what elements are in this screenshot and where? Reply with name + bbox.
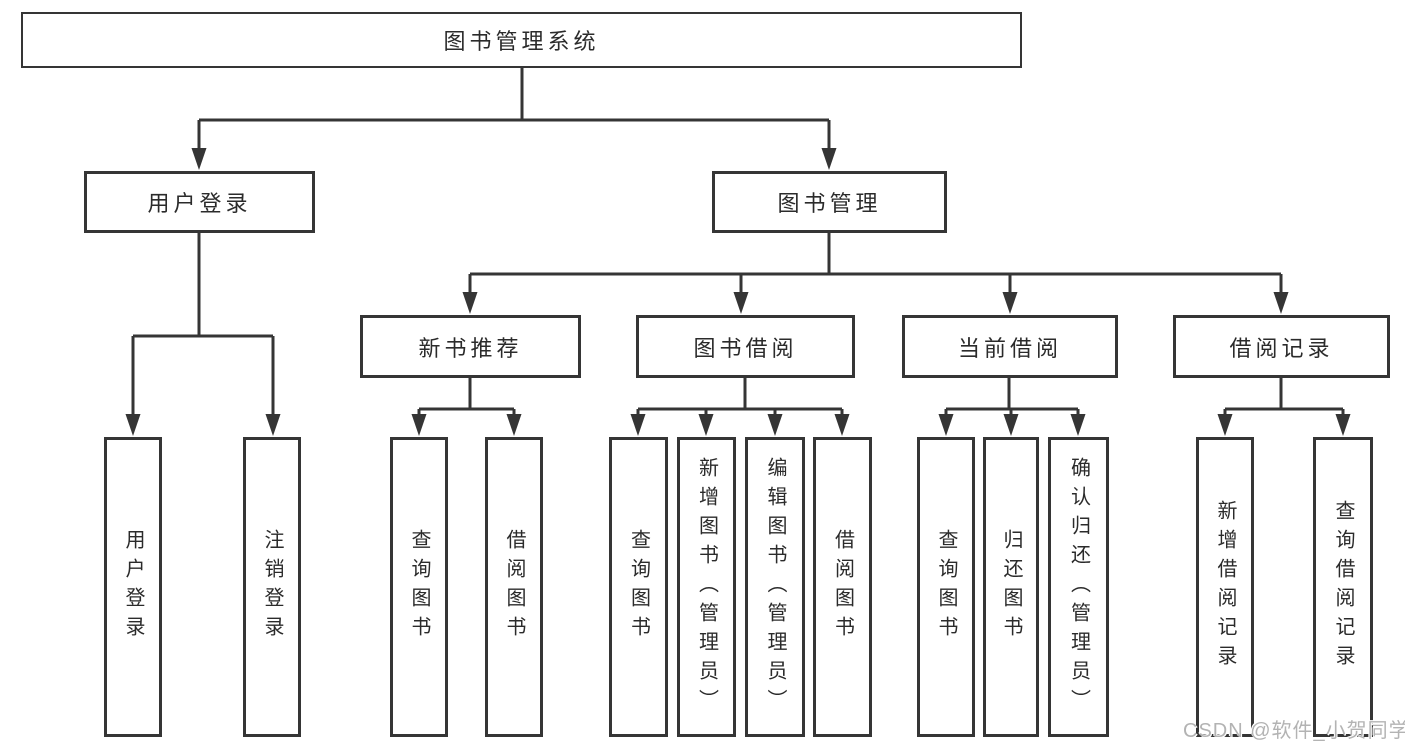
arrowheads [125, 148, 1351, 436]
leaf-label: 归还图书 [1000, 529, 1022, 645]
node-label: 新书推荐 [418, 335, 523, 361]
leaf-borrow-books-recommend: 借阅图书 [485, 437, 543, 737]
leaf-label: 借阅图书 [503, 529, 525, 645]
leaf-query-borrow-record: 查询借阅记录 [1313, 437, 1373, 737]
node-label: 图书管理 [777, 191, 882, 216]
connector-current [944, 378, 1080, 418]
node-label: 借阅记录 [1229, 335, 1334, 361]
leaf-add-borrow-record: 新增借阅记录 [1196, 437, 1254, 737]
node-label: 图书借阅 [693, 335, 798, 361]
leaf-add-books-admin: 新增图书（管理员） [677, 437, 736, 737]
leaf-label: 编辑图书（管理员） [764, 456, 786, 718]
leaf-edit-books-admin: 编辑图书（管理员） [745, 437, 805, 737]
connector-root [197, 68, 831, 152]
node-book-borrowing: 图书借阅 [636, 315, 855, 378]
leaf-label: 用户登录 [122, 529, 144, 645]
leaf-label: 确认归还（管理员） [1067, 456, 1090, 718]
connector-new-book [417, 378, 516, 418]
node-new-book-recommendation: 新书推荐 [360, 315, 581, 378]
leaf-borrow-books-borrowing: 借阅图书 [813, 437, 872, 737]
leaf-label: 查询图书 [935, 529, 957, 645]
leaf-logout-login: 注销登录 [243, 437, 301, 737]
leaf-label: 新增图书（管理员） [695, 456, 718, 718]
leaf-label: 借阅图书 [831, 529, 854, 645]
connector-book-management [468, 233, 1283, 296]
node-label: 当前借阅 [957, 335, 1062, 361]
node-label: 用户登录 [147, 191, 252, 216]
leaf-query-books-recommend: 查询图书 [390, 437, 448, 737]
leaf-confirm-return-admin: 确认归还（管理员） [1048, 437, 1109, 737]
leaf-query-books-borrowing: 查询图书 [609, 437, 668, 737]
leaf-label: 新增借阅记录 [1214, 500, 1236, 674]
leaf-label: 注销登录 [261, 529, 283, 645]
leaf-label: 查询图书 [627, 529, 650, 645]
node-current-borrowing: 当前借阅 [902, 315, 1118, 378]
connector-borrowing [636, 378, 844, 418]
node-book-management: 图书管理 [712, 171, 947, 233]
connector-records [1223, 378, 1345, 418]
leaf-return-books: 归还图书 [983, 437, 1039, 737]
leaf-label: 查询图书 [408, 529, 430, 645]
watermark: CSDN @软件_小贺同学 [1183, 720, 1405, 742]
node-borrowing-records: 借阅记录 [1173, 315, 1390, 378]
node-label: 图书管理系统 [443, 29, 600, 54]
node-user-login: 用户登录 [84, 171, 315, 233]
node-library-system: 图书管理系统 [21, 12, 1022, 68]
leaf-user-login: 用户登录 [104, 437, 162, 737]
leaf-label: 查询借阅记录 [1332, 500, 1354, 674]
leaf-query-books-current: 查询图书 [917, 437, 975, 737]
connector-user-login [131, 233, 275, 418]
